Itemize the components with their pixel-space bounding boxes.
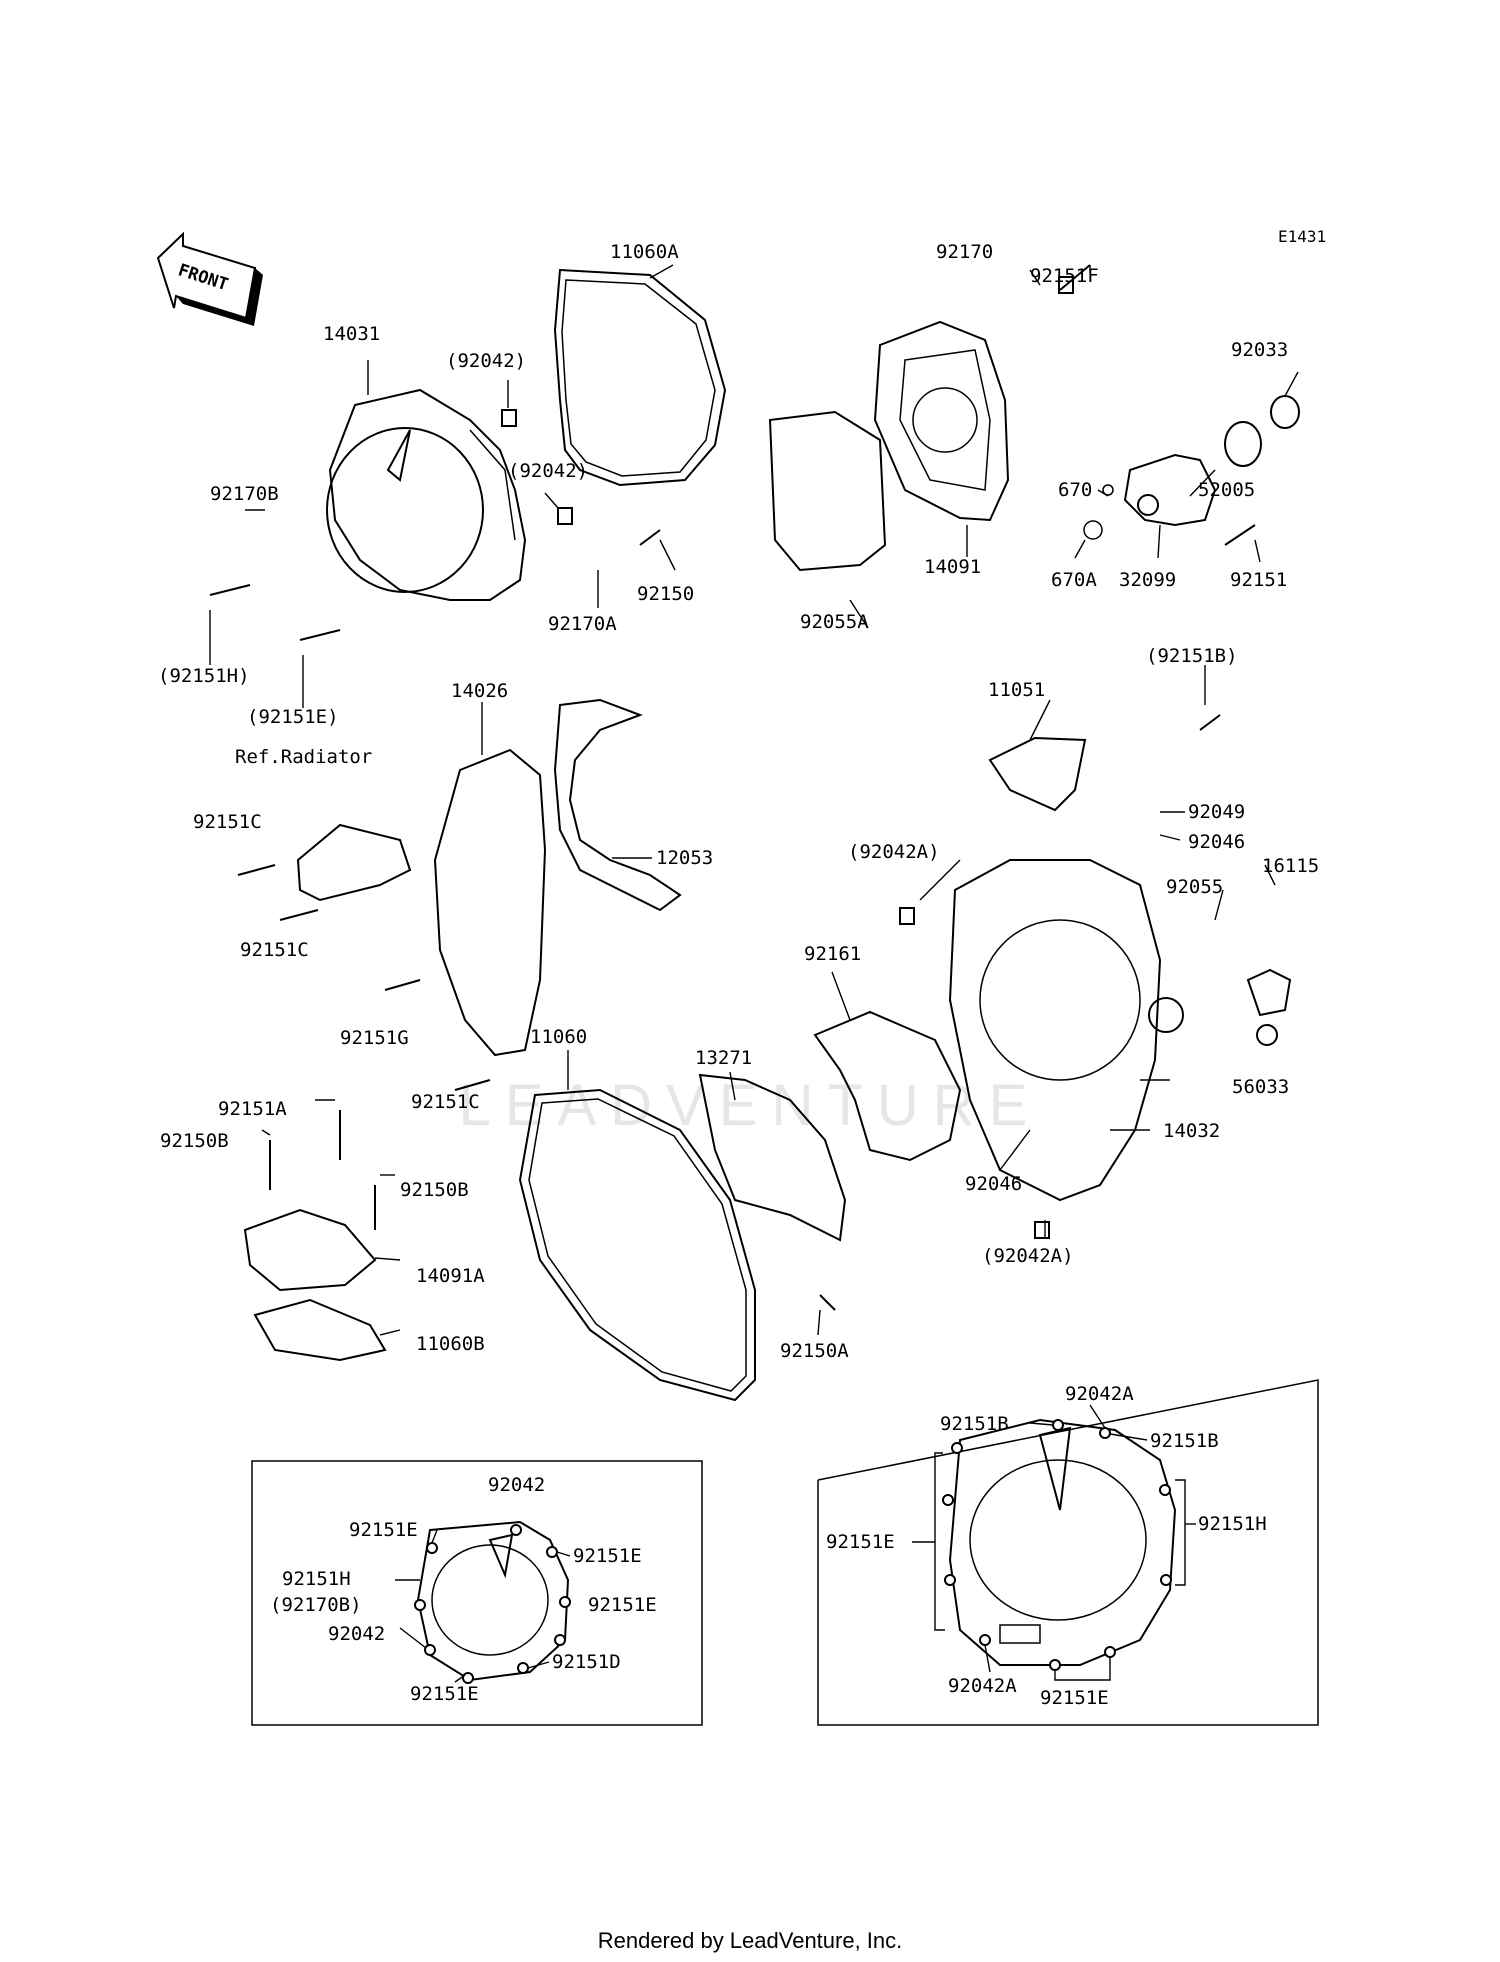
bolts: [209, 264, 1256, 1311]
inset-left-label-6: 92151E: [588, 1594, 657, 1616]
label-32099: 32099: [1119, 569, 1176, 591]
inset-left-label-7: 92042: [328, 1623, 385, 1645]
label-92150B-b: 92150B: [400, 1179, 469, 1201]
inset-right-label-1: 92042A: [1065, 1383, 1134, 1405]
label-13271: 13271: [695, 1047, 752, 1069]
label-92170B: 92170B: [210, 483, 279, 505]
part-92161: [813, 1010, 962, 1162]
inset-right-bolt-markers: [942, 1419, 1172, 1671]
part-ref-radiator-bracket: [296, 823, 412, 902]
part-11060B-gasket: [253, 1298, 387, 1362]
leader-lines: [209, 264, 1299, 1336]
part-14091-cover: [873, 320, 1010, 522]
inset-left-bolt-markers: [414, 1524, 571, 1684]
inset-right-label-7: 92151E: [1040, 1687, 1109, 1709]
inset-right-label-6: 92042A: [948, 1675, 1017, 1697]
label-92161: 92161: [804, 943, 861, 965]
label-92170: 92170: [936, 241, 993, 263]
label-11060: 11060: [530, 1026, 587, 1048]
inset-left-label-4: 92151H: [282, 1568, 351, 1590]
part-14031-cover: [326, 388, 527, 601]
label-92151C-c: 92151C: [411, 1091, 480, 1113]
label-92033: 92033: [1231, 339, 1288, 361]
part-11051-bracket: [988, 736, 1087, 812]
label-14026: 14026: [451, 680, 508, 702]
label-92151C-b: 92151C: [240, 939, 309, 961]
label-92151E: (92151E): [247, 706, 339, 728]
label-670A: 670A: [1051, 569, 1097, 591]
label-670: 670: [1058, 479, 1092, 501]
label-92042A-b: (92042A): [982, 1245, 1074, 1267]
inset-left-label-3: 92151E: [573, 1545, 642, 1567]
label-14091: 14091: [924, 556, 981, 578]
label-92151B-ref: (92151B): [1146, 645, 1238, 667]
label-92150B-a: 92150B: [160, 1130, 229, 1152]
label-92046-b: 92046: [965, 1173, 1022, 1195]
label-14031: 14031: [323, 323, 380, 345]
label-92042-a: (92042): [446, 350, 526, 372]
part-14091A: [243, 1208, 377, 1292]
watermark: LEADVENTURE: [459, 1073, 1042, 1138]
label-56033: 56033: [1232, 1076, 1289, 1098]
label-12053: 12053: [656, 847, 713, 869]
part-92055A-gasket: [768, 410, 887, 572]
inset-right-label-5: 92151H: [1198, 1513, 1267, 1535]
inset-left: 92042 92151E 92151E 92151H (92170B) 9215…: [251, 1460, 703, 1726]
label-92150A: 92150A: [780, 1340, 849, 1362]
inset-right-label-3: 92151B: [1150, 1430, 1219, 1452]
label-92151H: (92151H): [158, 665, 250, 687]
part-11060A-gasket: [553, 268, 727, 487]
label-92170A: 92170A: [548, 613, 617, 635]
label-16115: 16115: [1262, 855, 1319, 877]
part-11060-gasket: [518, 1088, 756, 1402]
label-92151G: 92151G: [340, 1027, 409, 1049]
inset-left-label-8: 92151D: [552, 1651, 621, 1673]
label-11060A: 11060A: [610, 241, 679, 263]
inset-right-label-4: 92151E: [826, 1531, 895, 1553]
footer-credit: Rendered by LeadVenture, Inc.: [597, 1928, 903, 1953]
inset-left-label-2: 92151E: [349, 1519, 418, 1541]
inset-left-label-9: 92151E: [410, 1683, 479, 1705]
label-92042-b: (92042): [508, 460, 588, 482]
inset-right-label-2: 92151B: [940, 1413, 1009, 1435]
label-92150: 92150: [637, 583, 694, 605]
part-13271: [698, 1073, 847, 1242]
part-14026-cover: [433, 748, 547, 1057]
label-14032: 14032: [1163, 1120, 1220, 1142]
label-14091A: 14091A: [416, 1265, 485, 1287]
inset-left-label-5: (92170B): [270, 1594, 362, 1616]
inset-right: 92042A 92151B 92151B 92151E 92151H 92042…: [817, 1379, 1319, 1726]
label-11060B: 11060B: [416, 1333, 485, 1355]
label-92042A-a: (92042A): [848, 841, 940, 863]
label-92151F: 92151F: [1030, 265, 1099, 287]
part-14032-cover: [948, 859, 1292, 1202]
part-labels: 11060A 92170 92151F 92033 14031 (92042) …: [158, 241, 1319, 1362]
label-92049: 92049: [1188, 801, 1245, 823]
label-92151: 92151: [1230, 569, 1287, 591]
part-12053-bracket: [553, 698, 682, 912]
label-52005: 52005: [1198, 479, 1255, 501]
label-92055A: 92055A: [800, 611, 869, 633]
label-92151A: 92151A: [218, 1098, 287, 1120]
diagram-code: E1431: [1278, 227, 1326, 246]
label-92151C-a: 92151C: [193, 811, 262, 833]
label-92055: 92055: [1166, 876, 1223, 898]
label-ref-radiator: Ref.Radiator: [235, 746, 372, 768]
part-32099-pump: [1083, 395, 1300, 540]
label-11051: 11051: [988, 679, 1045, 701]
front-arrow-icon: FRONT: [156, 231, 263, 326]
label-92046-a: 92046: [1188, 831, 1245, 853]
inset-left-label-1: 92042: [488, 1474, 545, 1496]
